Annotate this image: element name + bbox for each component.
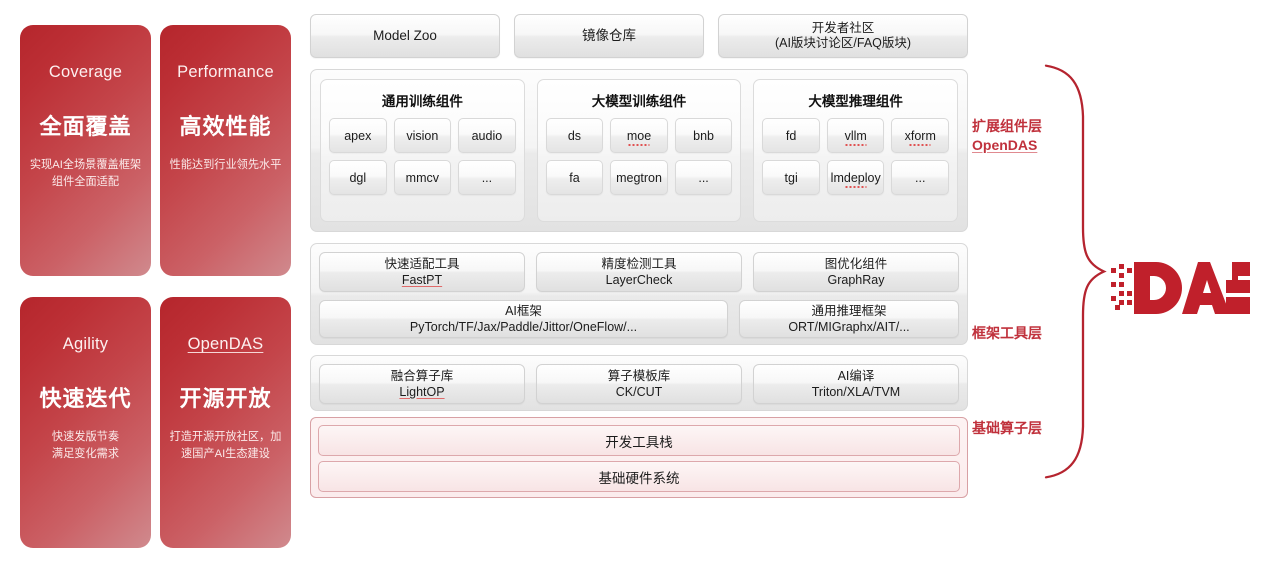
pillar-card-en-title: OpenDAS	[187, 335, 264, 353]
pillar-card-performance[interactable]: Performance 高效性能 性能达到行业领先水平	[160, 25, 291, 276]
pillar-card-description: 实现AI全场景覆盖框架组件全面适配	[29, 159, 142, 188]
operator-name: CK/CUT	[615, 385, 663, 399]
component-chip-row: dgl mmcv ...	[329, 160, 516, 195]
framework-tool-row: AI框架 PyTorch/TF/Jax/Paddle/Jittor/OneFlo…	[319, 300, 959, 338]
das-logo	[1110, 258, 1250, 320]
pillar-card-en-title: Performance	[177, 63, 274, 81]
component-chip-dgl[interactable]: dgl	[329, 160, 387, 195]
base-operator-layer-panel: 融合算子库 LightOP 算子模板库 CK/CUT AI编译 Triton/X…	[310, 355, 968, 411]
component-chip-ds[interactable]: ds	[545, 118, 604, 153]
component-group-title: 大模型训练组件	[591, 94, 687, 109]
pillar-card-cn-title: 高效性能	[179, 114, 272, 139]
operator-title: AI编译	[837, 369, 875, 383]
component-chip-more[interactable]: ...	[458, 160, 516, 195]
operator-row: 融合算子库 LightOP 算子模板库 CK/CUT AI编译 Triton/X…	[319, 364, 959, 404]
component-chip-row: ds moe bnb	[545, 118, 733, 153]
component-chip-apex[interactable]: apex	[329, 118, 387, 153]
component-group-llm-training: 大模型训练组件 ds moe bnb fa megtron ...	[536, 79, 742, 222]
operator-ai-compiler[interactable]: AI编译 Triton/XLA/TVM	[753, 364, 959, 404]
layer-label-framework: 框架工具层	[972, 324, 1042, 343]
pillar-card-description: 性能达到行业领先水平	[169, 159, 282, 171]
tool-name: PyTorch/TF/Jax/Paddle/Jittor/OneFlow/...	[409, 320, 638, 334]
component-chip-moe[interactable]: moe	[610, 118, 668, 153]
pillar-card-cn-title: 快速迭代	[39, 386, 132, 411]
component-chip-more[interactable]: ...	[891, 160, 950, 195]
framework-tool-row: 快速适配工具 FastPT 精度检测工具 LayerCheck 图优化组件 Gr…	[319, 252, 959, 292]
component-chip-row: tgi lmdeploy ...	[762, 160, 950, 195]
component-chip-vllm[interactable]: vllm	[826, 118, 885, 153]
framework-tool-fastpt[interactable]: 快速适配工具 FastPT	[319, 252, 525, 292]
pillar-card-agility[interactable]: Agility 快速迭代 快速发版节奏满足变化需求	[20, 297, 151, 548]
operator-name: LightOP	[399, 385, 445, 399]
operator-title: 算子模板库	[607, 369, 671, 383]
component-chip-row: apex vision audio	[329, 118, 516, 153]
operator-ck-cut[interactable]: 算子模板库 CK/CUT	[536, 364, 742, 404]
layer-label-operator: 基础算子层	[972, 419, 1042, 438]
component-chip-more[interactable]: ...	[674, 160, 733, 195]
layer-grouping-brace	[1040, 60, 1110, 480]
layer-label-line2: OpenDAS	[972, 137, 1038, 153]
top-service-row: Model Zoo 镜像仓库 开发者社区(AI版块讨论区/FAQ版块)	[310, 14, 968, 58]
pillar-card-cn-title: 全面覆盖	[39, 114, 132, 139]
component-group-title: 通用训练组件	[381, 94, 463, 109]
tool-title: 图优化组件	[824, 257, 888, 271]
tool-title: 快速适配工具	[384, 257, 460, 271]
component-chip-mmcv[interactable]: mmcv	[393, 160, 452, 195]
component-chip-bnb[interactable]: bnb	[674, 118, 733, 153]
layer-label-line1: 扩展组件层	[972, 118, 1042, 134]
pillar-card-coverage[interactable]: Coverage 全面覆盖 实现AI全场景覆盖框架组件全面适配	[20, 25, 151, 276]
service-button-developer-community[interactable]: 开发者社区(AI版块讨论区/FAQ版块)	[718, 14, 968, 58]
framework-inference-frameworks[interactable]: 通用推理框架 ORT/MIGraphx/AIT/...	[739, 300, 959, 338]
component-chip-tgi[interactable]: tgi	[762, 160, 820, 195]
pillar-card-cn-title: 开源开放	[179, 386, 272, 411]
component-chip-lmdeploy[interactable]: lmdeploy	[826, 160, 885, 195]
operator-lightop[interactable]: 融合算子库 LightOP	[319, 364, 525, 404]
pillar-card-opendas[interactable]: OpenDAS 开源开放 打造开源开放社区，加速国产AI生态建设	[160, 297, 291, 548]
layer-label-line1: 框架工具层	[972, 325, 1042, 341]
tool-title: 通用推理框架	[811, 304, 887, 318]
pillar-card-description: 快速发版节奏满足变化需求	[51, 431, 120, 460]
framework-ai-frameworks[interactable]: AI框架 PyTorch/TF/Jax/Paddle/Jittor/OneFlo…	[319, 300, 728, 338]
component-chip-fd[interactable]: fd	[762, 118, 820, 153]
foundation-bar-hardware-system[interactable]: 基础硬件系统	[318, 461, 960, 492]
tool-name: FastPT	[401, 273, 443, 287]
tool-title: 精度检测工具	[601, 257, 677, 271]
pillar-card-group: Coverage 全面覆盖 实现AI全场景覆盖框架组件全面适配 Performa…	[20, 25, 300, 549]
component-chip-fa[interactable]: fa	[545, 160, 604, 195]
pillar-card-en-title: Coverage	[48, 63, 123, 81]
component-group-title: 大模型推理组件	[808, 94, 903, 109]
pillar-card-en-title: Agility	[62, 335, 109, 353]
component-group-general-training: 通用训练组件 apex vision audio dgl mmcv ...	[320, 79, 525, 222]
component-chip-xform[interactable]: xform	[891, 118, 950, 153]
framework-tool-graphray[interactable]: 图优化组件 GraphRay	[753, 252, 959, 292]
layer-label-extension: 扩展组件层 OpenDAS	[972, 117, 1042, 155]
service-button-image-registry[interactable]: 镜像仓库	[514, 14, 704, 58]
extension-component-layer-panel: 通用训练组件 apex vision audio dgl mmcv ... 大模…	[310, 69, 968, 232]
component-chip-row: fa megtron ...	[545, 160, 733, 195]
tool-name: ORT/MIGraphx/AIT/...	[788, 320, 910, 334]
component-group-llm-inference: 大模型推理组件 fd vllm xform tgi lmdeploy ...	[753, 79, 959, 222]
framework-tool-layercheck[interactable]: 精度检测工具 LayerCheck	[536, 252, 742, 292]
layer-label-line1: 基础算子层	[972, 420, 1042, 436]
pillar-card-description: 打造开源开放社区，加速国产AI生态建设	[169, 431, 282, 460]
architecture-stack: Model Zoo 镜像仓库 开发者社区(AI版块讨论区/FAQ版块) 通用训练…	[310, 14, 968, 498]
tool-name: GraphRay	[827, 273, 885, 287]
operator-title: 融合算子库	[390, 369, 454, 383]
component-chip-vision[interactable]: vision	[393, 118, 452, 153]
foundation-bar-dev-toolchain[interactable]: 开发工具栈	[318, 425, 960, 456]
foundation-panel: 开发工具栈 基础硬件系统	[310, 417, 968, 498]
service-button-model-zoo[interactable]: Model Zoo	[310, 14, 500, 58]
component-chip-audio[interactable]: audio	[458, 118, 516, 153]
framework-tool-layer-panel: 快速适配工具 FastPT 精度检测工具 LayerCheck 图优化组件 Gr…	[310, 243, 968, 345]
component-chip-row: fd vllm xform	[762, 118, 950, 153]
operator-name: Triton/XLA/TVM	[811, 385, 901, 399]
tool-name: LayerCheck	[605, 273, 673, 287]
component-chip-megtron[interactable]: megtron	[610, 160, 668, 195]
tool-title: AI框架	[505, 304, 542, 318]
